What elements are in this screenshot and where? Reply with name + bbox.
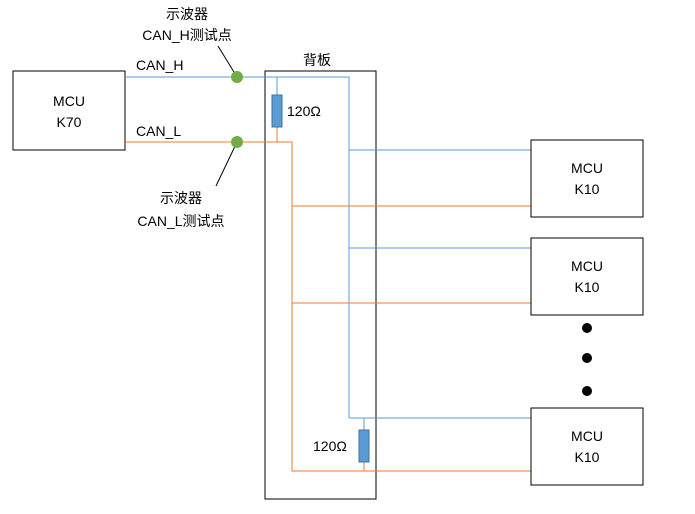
resistor-bottom-label: 120Ω bbox=[313, 438, 347, 454]
node-3: MCU K10 bbox=[530, 407, 644, 486]
ellipsis-dot-1 bbox=[582, 323, 592, 333]
ellipsis-dot-2 bbox=[582, 353, 592, 363]
mcu-k70-box bbox=[12, 70, 126, 151]
node-3-line2: K10 bbox=[575, 449, 600, 465]
ellipsis-dot-3 bbox=[582, 386, 592, 396]
resistor-top-label: 120Ω bbox=[287, 103, 321, 119]
backplane-box bbox=[264, 70, 377, 500]
mcu-k70-line1: MCU bbox=[53, 93, 85, 109]
node-3-line1: MCU bbox=[571, 428, 603, 444]
backplane-label: 背板 bbox=[303, 52, 331, 68]
node-3-box bbox=[530, 407, 644, 486]
probe-l-line2: CAN_L测试点 bbox=[137, 213, 224, 229]
can-l-label: CAN_L bbox=[136, 123, 181, 139]
can-h-test-point bbox=[231, 71, 243, 83]
node-1: MCU K10 bbox=[530, 139, 644, 218]
node-1-box bbox=[530, 139, 644, 218]
resistor-bottom bbox=[358, 429, 370, 463]
can-l-test-point bbox=[231, 136, 243, 148]
mcu-k70-line2: K70 bbox=[57, 114, 82, 130]
node-2-box bbox=[530, 237, 644, 316]
can-h-wiring bbox=[125, 76, 531, 430]
node-2: MCU K10 bbox=[530, 237, 644, 316]
probe-h-leader bbox=[217, 45, 238, 78]
node-1-line2: K10 bbox=[575, 181, 600, 197]
can-l-wiring bbox=[125, 127, 531, 472]
probe-l-leader bbox=[215, 141, 238, 187]
resistor-top bbox=[271, 94, 283, 128]
node-1-line1: MCU bbox=[571, 160, 603, 176]
node-2-line1: MCU bbox=[571, 258, 603, 274]
probe-l-line1: 示波器 bbox=[160, 190, 202, 206]
can-h-trunk bbox=[125, 76, 350, 418]
probe-h-line1: 示波器 bbox=[166, 6, 208, 22]
can-h-label: CAN_H bbox=[136, 57, 183, 73]
probe-h-line2: CAN_H测试点 bbox=[142, 27, 231, 43]
node-2-line2: K10 bbox=[575, 279, 600, 295]
